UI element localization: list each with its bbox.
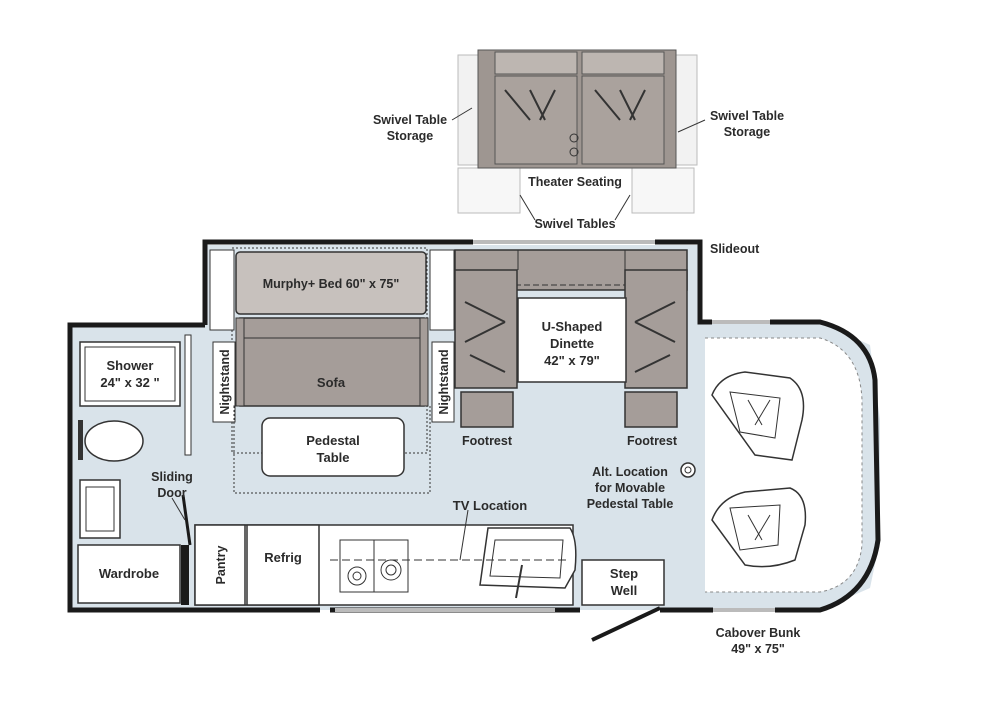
label-alt-location-2: for Movable — [595, 481, 665, 495]
shower — [79, 341, 181, 407]
label-theater-seating: Theater Seating — [528, 175, 622, 189]
label-dinette-size: 42" x 79" — [544, 353, 600, 368]
label-murphy-bed: Murphy+ Bed 60" x 75" — [263, 277, 400, 291]
swivel-table-right — [631, 167, 695, 214]
bathroom-wardrobe-wall — [181, 545, 189, 605]
pedestal-table — [261, 417, 405, 477]
label-sliding-door-2: Door — [157, 486, 186, 500]
label-alt-location: Alt. Location — [592, 465, 668, 479]
toilet — [84, 420, 144, 462]
swivel-table-left — [457, 167, 521, 214]
label-shower-size: 24" x 32 " — [100, 375, 159, 390]
theater-seating-inset — [451, 49, 706, 221]
sofa — [239, 317, 425, 407]
theater-seat-left — [494, 75, 578, 165]
label-footrest-left: Footrest — [462, 434, 513, 448]
bathroom-wall — [184, 334, 192, 456]
label-wardrobe: Wardrobe — [99, 566, 159, 581]
label-dinette: U-Shaped — [542, 319, 603, 334]
murphy-bed — [235, 251, 427, 315]
burner-icon — [347, 566, 367, 586]
label-slideout: Slideout — [710, 242, 760, 256]
entry-door — [591, 606, 661, 642]
cab-seat-top — [711, 371, 805, 461]
wardrobe — [77, 544, 181, 604]
pedestal-table-zone — [233, 405, 431, 494]
step-well — [581, 559, 665, 606]
theater-seat-headrest-right — [581, 51, 665, 75]
label-dinette-2: Dinette — [550, 336, 594, 351]
label-swivel-storage-right-2: Storage — [724, 125, 771, 139]
footrest-right — [624, 391, 678, 428]
label-footrest-right: Footrest — [627, 434, 678, 448]
label-shower: Shower — [107, 358, 154, 373]
theater-seat-right — [581, 75, 665, 165]
label-pedestal-table: Pedestal — [306, 433, 359, 448]
label-nightstand-right: Nightstand — [437, 349, 451, 414]
dinette-table — [517, 297, 627, 383]
nightstand-right — [431, 341, 455, 423]
pantry — [194, 524, 246, 606]
sliding-door — [181, 494, 192, 546]
label-alt-location-3: Pedestal Table — [587, 497, 674, 511]
label-sofa: Sofa — [317, 375, 346, 390]
label-pedestal-table-2: Table — [317, 450, 350, 465]
label-swivel-storage-left-2: Storage — [387, 129, 434, 143]
label-swivel-tables: Swivel Tables — [534, 217, 615, 231]
bathroom-sink — [79, 479, 121, 539]
sink — [479, 527, 577, 589]
footrest-left — [460, 391, 514, 428]
alt-pedestal-location-icon — [680, 462, 696, 478]
cab-seat-bottom — [711, 487, 807, 568]
label-sliding-door: Sliding — [151, 470, 193, 484]
u-dinette — [454, 249, 688, 389]
theater-seat-headrest-left — [494, 51, 578, 75]
refrigerator — [246, 524, 320, 606]
label-tv-location: TV Location — [453, 498, 527, 513]
nightstand-left — [212, 341, 236, 423]
label-refrig: Refrig — [264, 550, 302, 565]
label-swivel-storage-left: Swivel Table — [373, 113, 447, 127]
label-cabover-bunk-size: 49" x 75" — [731, 642, 785, 656]
label-pantry: Pantry — [214, 546, 228, 585]
label-nightstand-left: Nightstand — [218, 349, 232, 414]
label-step-well: Step — [610, 566, 638, 581]
label-step-well-2: Well — [611, 583, 638, 598]
label-cabover-bunk: Cabover Bunk — [716, 626, 801, 640]
label-swivel-storage-right: Swivel Table — [710, 109, 784, 123]
